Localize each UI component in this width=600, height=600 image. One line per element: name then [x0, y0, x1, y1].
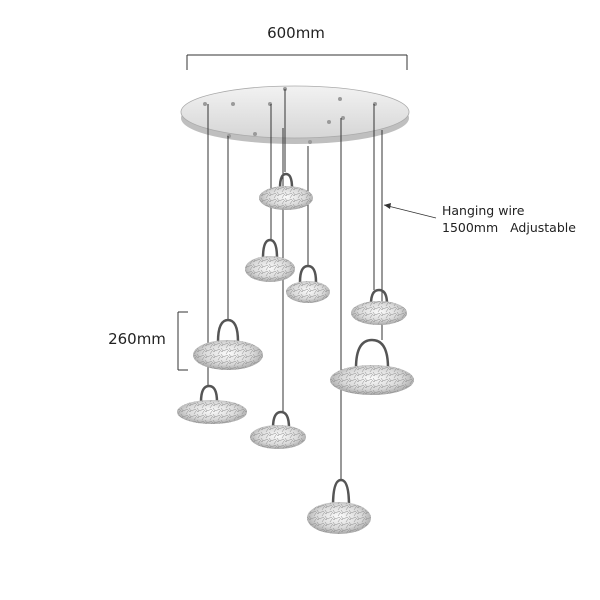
shade-height-label: 260mm	[108, 330, 166, 348]
ceiling-canopy	[180, 85, 410, 144]
wire-label-line2: 1500mm Adjustable	[442, 220, 576, 235]
shade-right-large	[330, 338, 414, 395]
wire-label-line1: Hanging wire	[442, 203, 525, 218]
shade-left-large	[193, 318, 263, 370]
width-dimension: 600mm	[186, 24, 408, 70]
shade-lower-center	[250, 410, 306, 449]
shade-upper-left	[245, 238, 295, 282]
width-label: 600mm	[267, 24, 325, 42]
shade-bottom	[307, 478, 371, 534]
shade-center-small	[286, 264, 330, 303]
shade-top-center	[259, 172, 313, 210]
wire-annotation: Hanging wire 1500mm Adjustable	[383, 203, 576, 235]
shade-right-upper	[351, 288, 407, 325]
shade-height-dimension: 260mm	[108, 311, 188, 371]
shade-lower-left	[177, 384, 247, 424]
